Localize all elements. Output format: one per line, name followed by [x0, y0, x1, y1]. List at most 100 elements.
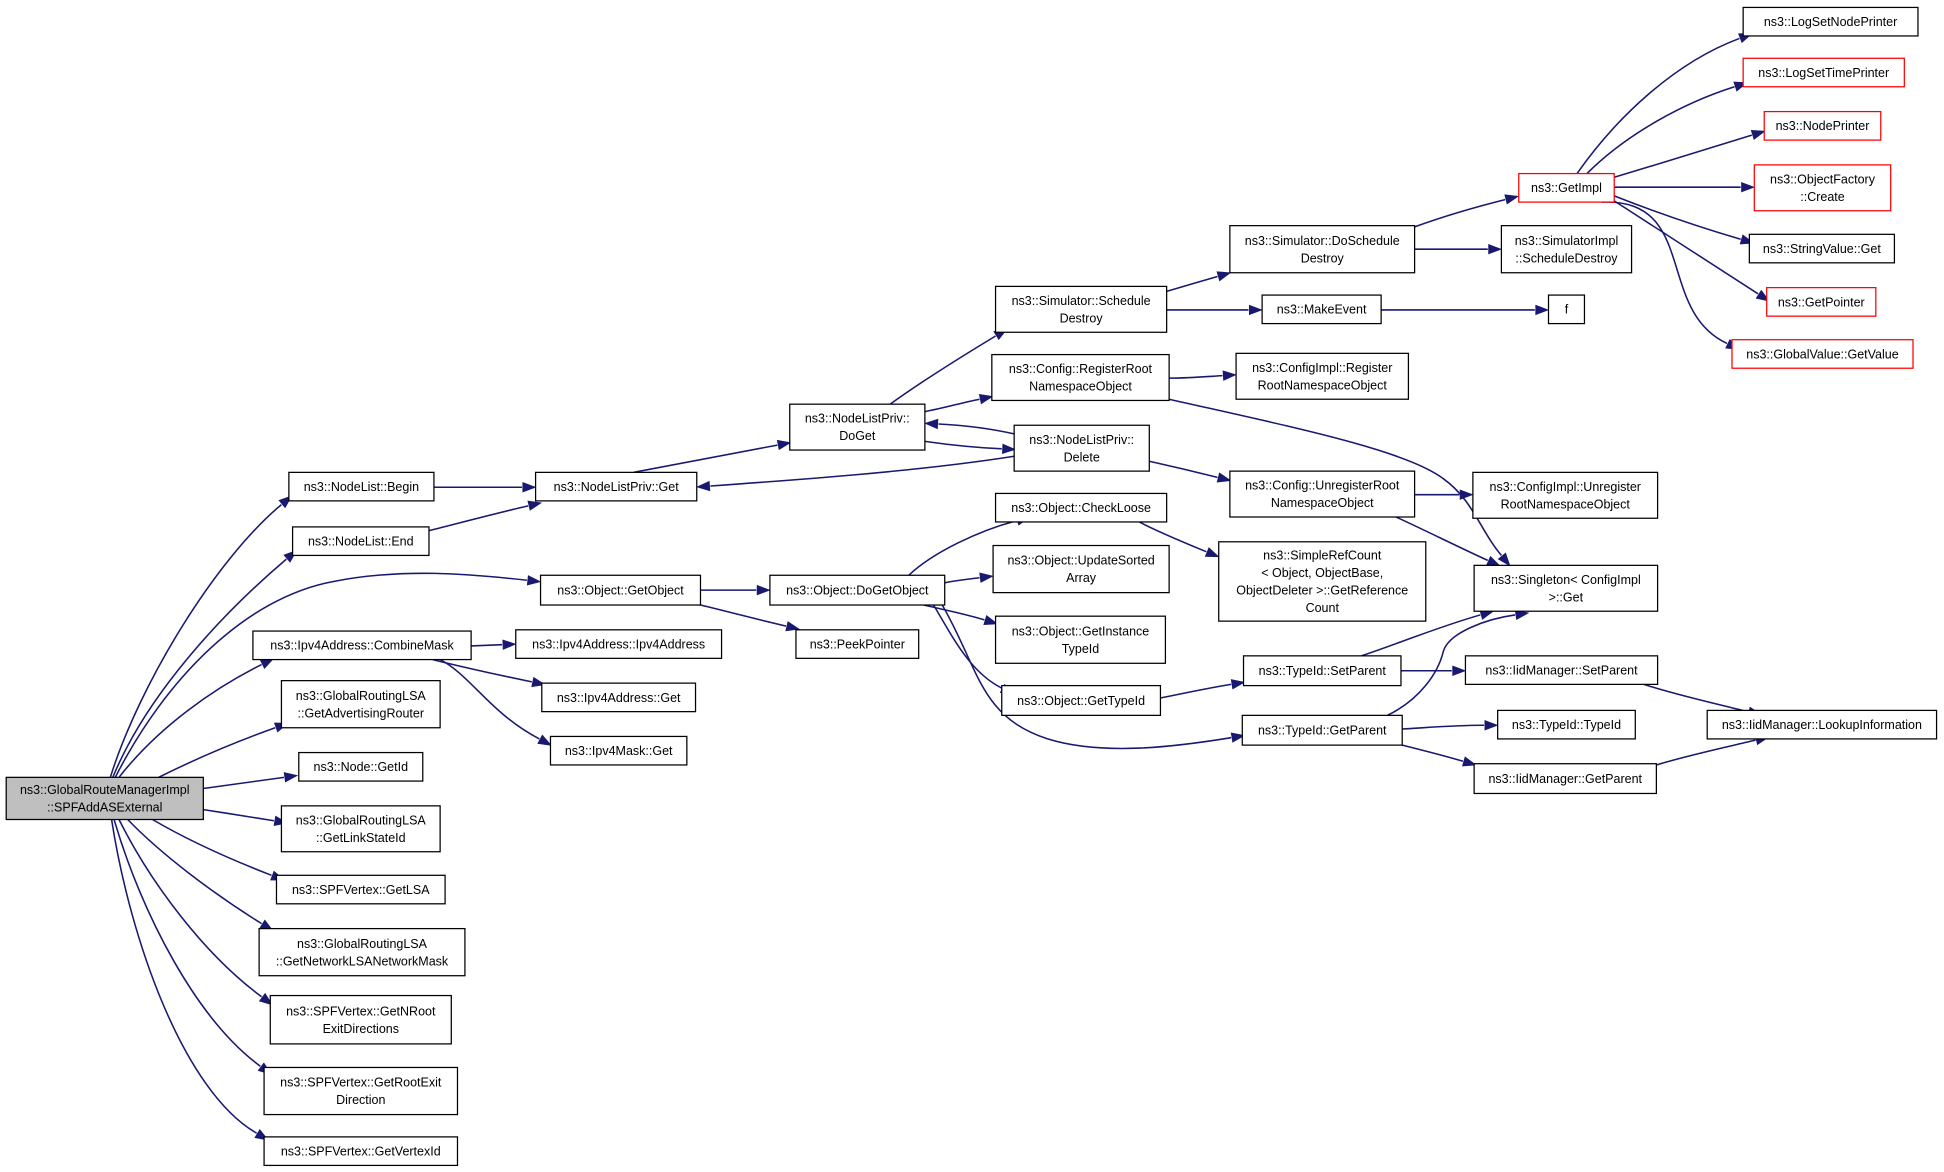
nodes-layer: ns3::GlobalRouteManagerImpl::SPFAddASExt…	[5, 6, 1938, 1167]
node-label: Delete	[1064, 450, 1100, 464]
node-label: ns3::IidManager::SetParent	[1485, 663, 1638, 677]
node-cfg-unregister[interactable]: ns3::Config::UnregisterRootNamespaceObje…	[1229, 470, 1416, 518]
node-label: < Object, ObjectBase,	[1261, 566, 1383, 580]
node-nl-end[interactable]: ns3::NodeList::End	[291, 526, 430, 557]
node-simplerefcount[interactable]: ns3::SimpleRefCount< Object, ObjectBase,…	[1218, 541, 1427, 622]
node-box	[1763, 110, 1882, 141]
edge-line	[1613, 195, 1741, 241]
node-globalvalue-getvalue[interactable]: ns3::GlobalValue::GetValue	[1731, 339, 1914, 369]
edge-typeid-setparent-to-iid-setparent	[1400, 665, 1467, 676]
edge-line	[1169, 374, 1223, 379]
node-getimpl[interactable]: ns3::GetImpl	[1518, 172, 1615, 203]
node-box	[1472, 471, 1659, 519]
edge-typeid-getparent-to-typeid-typeid	[1402, 720, 1499, 731]
node-typeid-setparent[interactable]: ns3::TypeId::SetParent	[1242, 655, 1402, 687]
edge-ipv4-combinemask-to-ipv4-get	[432, 658, 546, 688]
node-glsa-netmask[interactable]: ns3::GlobalRoutingLSA::GetNetworkLSANetw…	[258, 927, 466, 977]
node-nlp-doget[interactable]: ns3::NodeListPriv::DoGet	[789, 403, 926, 451]
node-iid-getparent[interactable]: ns3::IidManager::GetParent	[1473, 763, 1657, 795]
node-ipv4-combinemask[interactable]: ns3::Ipv4Address::CombineMask	[252, 630, 472, 661]
edge-line	[158, 727, 276, 779]
node-label: ns3::NodeList::End	[308, 535, 414, 549]
node-label: ns3::SimulatorImpl	[1515, 234, 1619, 248]
node-log-timeprinter[interactable]: ns3::LogSetTimePrinter	[1742, 57, 1905, 88]
node-spf-getlsa[interactable]: ns3::SPFVertex::GetLSA	[275, 874, 446, 905]
node-root[interactable]: ns3::GlobalRouteManagerImpl::SPFAddASExt…	[5, 776, 204, 821]
edge-root-to-obj-getobject	[114, 572, 542, 778]
node-box	[515, 629, 723, 659]
node-nlp-get[interactable]: ns3::NodeListPriv::Get	[534, 471, 698, 502]
node-obj-getobject[interactable]: ns3::Object::GetObject	[539, 574, 702, 606]
node-getpointer[interactable]: ns3::GetPointer	[1766, 287, 1877, 317]
node-stringvalue-get[interactable]: ns3::StringValue::Get	[1748, 233, 1896, 264]
node-box	[291, 526, 430, 557]
node-label: ns3::SPFVertex::GetVertexId	[281, 1145, 441, 1159]
node-objfactory-create[interactable]: ns3::ObjectFactory::Create	[1753, 164, 1892, 212]
node-box	[1497, 709, 1636, 740]
node-label: ns3::GlobalValue::GetValue	[1746, 347, 1898, 361]
node-typeid-typeid[interactable]: ns3::TypeId::TypeId	[1497, 709, 1636, 740]
node-label: f	[1565, 303, 1569, 317]
node-obj-gettypeid[interactable]: ns3::Object::GetTypeId	[1001, 684, 1162, 716]
node-label: ns3::LogSetTimePrinter	[1758, 66, 1889, 80]
node-box	[1001, 684, 1162, 716]
node-label: Destroy	[1060, 311, 1104, 325]
node-glsa-advrouter[interactable]: ns3::GlobalRoutingLSA::GetAdvertisingRou…	[280, 680, 441, 729]
node-obj-dogetobject[interactable]: ns3::Object::DoGetObject	[769, 574, 946, 606]
node-cfgimpl-unregister[interactable]: ns3::ConfigImpl::UnregisterRootNamespace…	[1472, 471, 1659, 519]
arrowhead	[258, 992, 274, 1006]
edge-makeevent-to-f	[1381, 304, 1550, 316]
node-node-getid[interactable]: ns3::Node::GetId	[298, 751, 424, 782]
node-typeid-getparent[interactable]: ns3::TypeId::GetParent	[1241, 714, 1403, 746]
node-glsa-linkstateid[interactable]: ns3::GlobalRoutingLSA::GetLinkStateId	[280, 805, 441, 853]
node-ipv4mask-get[interactable]: ns3::Ipv4Mask::Get	[549, 735, 688, 766]
node-iid-lookup[interactable]: ns3::IidManager::LookupInformation	[1706, 709, 1938, 740]
edge-line	[1160, 683, 1232, 699]
edge-line	[1395, 516, 1489, 562]
arrowhead	[1230, 732, 1246, 743]
edge-line	[1166, 275, 1218, 293]
node-box	[1766, 287, 1877, 317]
node-simimpl-scheddestroy[interactable]: ns3::SimulatorImpl::ScheduleDestroy	[1500, 225, 1633, 274]
node-iid-setparent[interactable]: ns3::IidManager::SetParent	[1464, 655, 1659, 685]
arrowhead	[1222, 370, 1237, 381]
edge-line	[1361, 614, 1481, 657]
arrowhead	[924, 418, 939, 430]
arrowhead	[527, 500, 543, 511]
node-nl-begin[interactable]: ns3::NodeList::Begin	[288, 471, 435, 502]
node-spf-getvertexid[interactable]: ns3::SPFVertex::GetVertexId	[263, 1136, 459, 1167]
edge-line	[203, 808, 275, 822]
node-makeevent[interactable]: ns3::MakeEvent	[1261, 294, 1382, 325]
node-nlp-delete[interactable]: ns3::NodeListPriv::Delete	[1013, 424, 1150, 472]
node-label: ns3::TypeId::SetParent	[1259, 664, 1387, 678]
node-label: ns3::GlobalRoutingLSA	[297, 937, 428, 951]
edge-line	[924, 398, 980, 413]
node-box	[1241, 714, 1403, 746]
node-sim-scheddestroy[interactable]: ns3::Simulator::ScheduleDestroy	[994, 285, 1168, 333]
node-nodeprinter[interactable]: ns3::NodePrinter	[1763, 110, 1882, 141]
node-box	[1518, 172, 1615, 203]
edge-typeid-getparent-to-iid-getparent	[1402, 744, 1477, 767]
node-ipv4-get[interactable]: ns3::Ipv4Address::Get	[541, 682, 697, 713]
edge-getimpl-to-log-timeprinter	[1586, 81, 1749, 175]
edge-nl-end-to-nlp-get	[428, 500, 543, 532]
edge-obj-dogetobject-to-obj-updatesorted	[944, 572, 994, 584]
node-obj-checkloose[interactable]: ns3::Object::CheckLoose	[994, 492, 1168, 523]
node-peekpointer[interactable]: ns3::PeekPointer	[795, 629, 920, 659]
node-label: Direction	[336, 1093, 385, 1107]
node-log-nodeprinter[interactable]: ns3::LogSetNodePrinter	[1742, 6, 1919, 37]
node-singleton-get[interactable]: ns3::Singleton< ConfigImpl>::Get	[1473, 564, 1659, 612]
node-label: ns3::GetPointer	[1778, 295, 1865, 309]
node-box	[288, 471, 435, 502]
node-ipv4-ctor[interactable]: ns3::Ipv4Address::Ipv4Address	[515, 629, 723, 659]
arrowhead	[1204, 547, 1220, 558]
node-label: NamespaceObject	[1029, 380, 1132, 394]
node-f[interactable]: f	[1547, 294, 1586, 325]
node-cfgimpl-register[interactable]: ns3::ConfigImpl::RegisterRootNamespaceOb…	[1235, 352, 1410, 400]
